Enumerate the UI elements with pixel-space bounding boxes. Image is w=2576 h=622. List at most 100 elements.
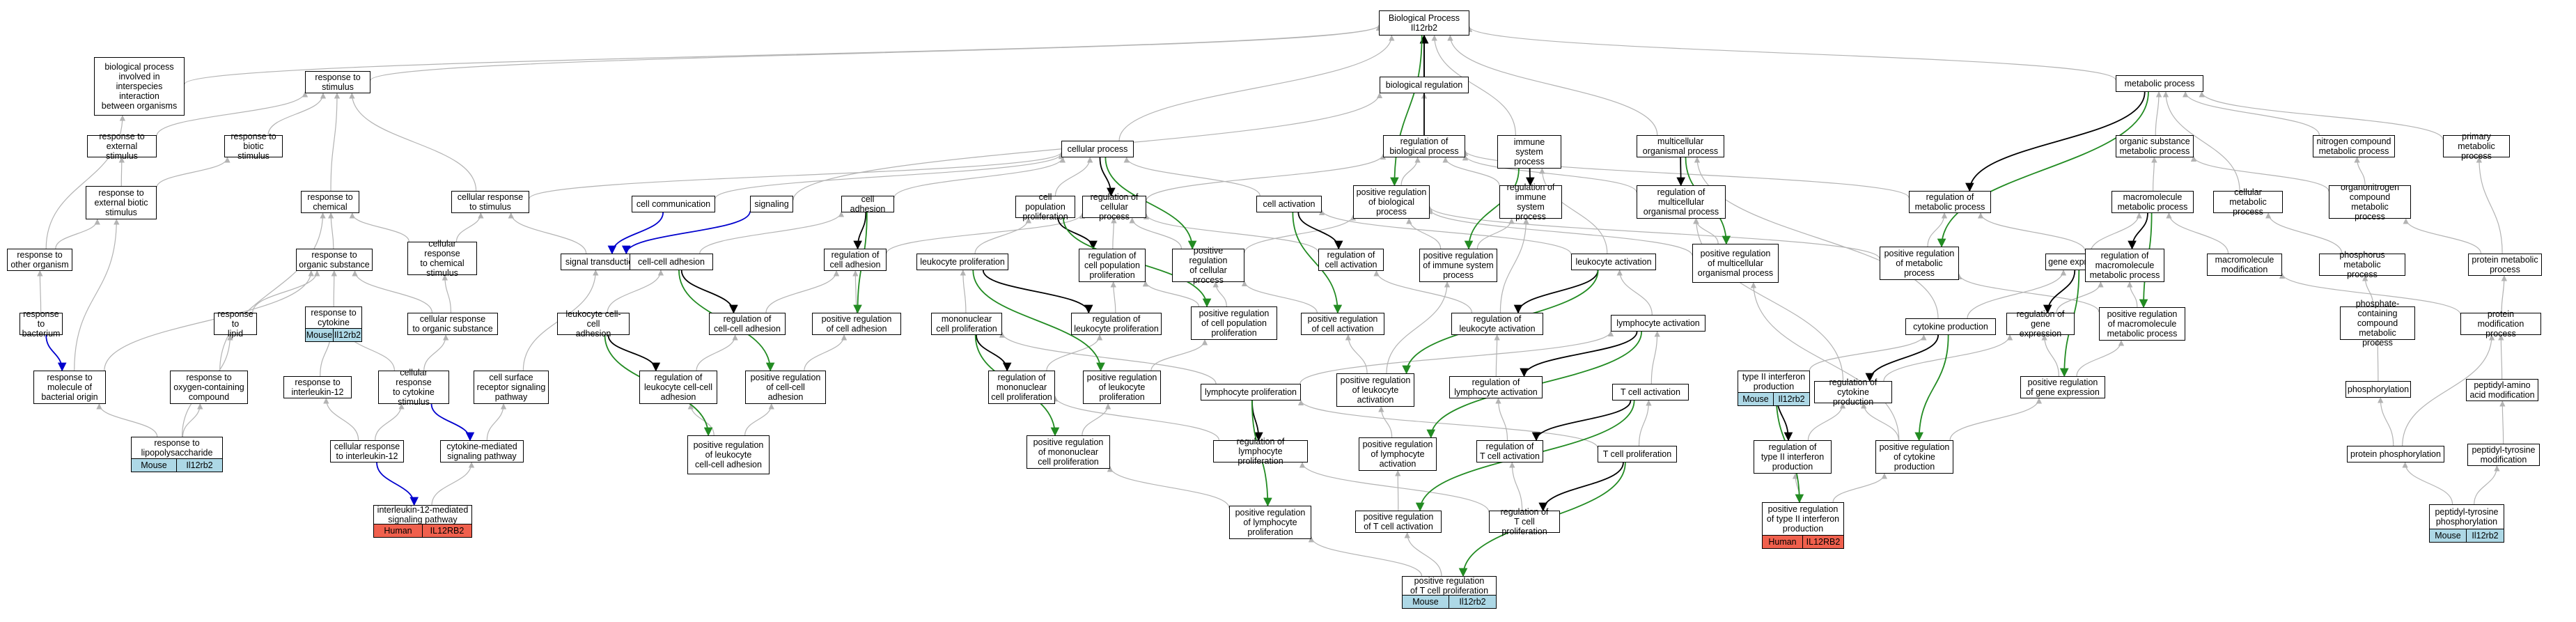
go-term-cell-act[interactable]: cell activation xyxy=(1256,196,1322,212)
go-term-leuk-act[interactable]: leukocyte activation xyxy=(1571,254,1656,270)
go-term-cyt-prod[interactable]: cytokine production xyxy=(1905,318,1996,335)
go-term-prot-phos[interactable]: protein phosphorylation xyxy=(2347,446,2444,462)
go-term-lymph-prolif[interactable]: lymphocyte proliferation xyxy=(1201,384,1301,401)
go-term-cell-proc[interactable]: cellular process xyxy=(1061,141,1134,157)
go-term-bio-reg[interactable]: biological regulation xyxy=(1380,77,1469,93)
go-term-cell-comm[interactable]: cell communication xyxy=(632,196,715,212)
go-term-sig-trans[interactable]: signal transduction xyxy=(561,254,643,270)
go-term-lymph-act[interactable]: lymphocyte activation xyxy=(1611,315,1705,332)
go-term-metab[interactable]: metabolic process xyxy=(2116,75,2203,92)
go-term-signaling[interactable]: signaling xyxy=(750,196,793,212)
go-term-phosphorylation[interactable]: phosphorylation xyxy=(2345,381,2411,398)
go-term-tcell-act[interactable]: T cell activation xyxy=(1612,384,1689,401)
go-term-tcell-prolif[interactable]: T cell proliferation xyxy=(1598,446,1677,462)
go-term-cc-adh[interactable]: cell-cell adhesion xyxy=(630,254,713,270)
